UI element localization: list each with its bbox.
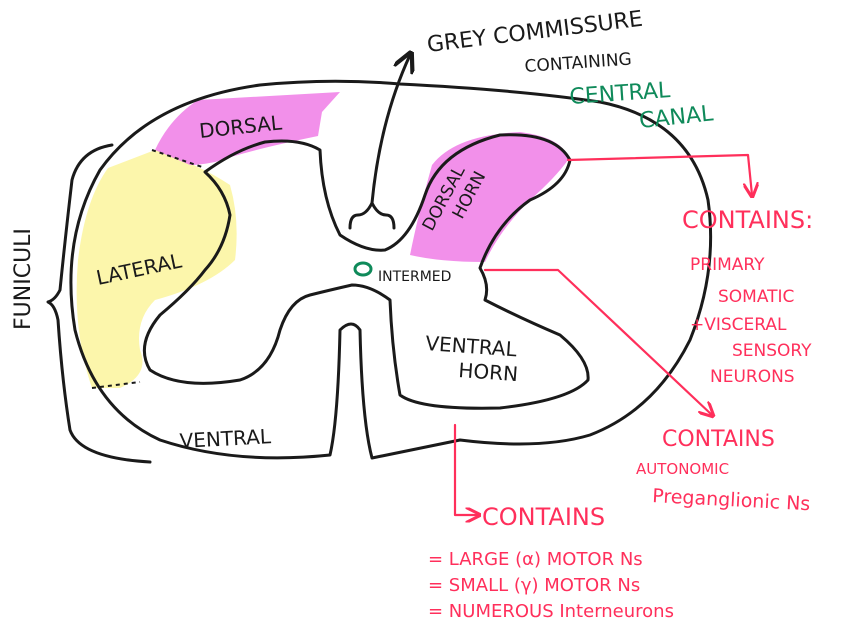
- intermed-note-line: AUTONOMIC: [636, 460, 729, 478]
- dorsal-horn-arrow: [568, 155, 752, 195]
- commissure-arrow: [372, 55, 410, 203]
- ventral-horn-label-1: VENTRAL: [425, 331, 519, 361]
- ventral-label: VENTRAL: [179, 424, 272, 453]
- ventral-horn-note-line: = NUMEROUS Interneurons: [428, 601, 674, 622]
- top-label-line2: CONTAINING: [524, 50, 632, 77]
- intermed-note-title: CONTAINS: [662, 427, 775, 452]
- intermed-arrow: [485, 270, 712, 415]
- dorsal-horn-note-title: CONTAINS:: [682, 206, 813, 234]
- central-canal: [355, 263, 371, 275]
- dorsal-horn-note-line: SOMATIC: [718, 287, 794, 307]
- top-label-green1: CENTRAL: [569, 78, 672, 110]
- ventral-horn-arrow: [455, 425, 478, 515]
- dorsal-horn-note-line: PRIMARY: [690, 255, 765, 275]
- ventral-horn-note-title: CONTAINS: [482, 503, 605, 531]
- intermed-note-line: Preganglionic Ns: [652, 485, 811, 515]
- commissure-bracket: [350, 203, 394, 228]
- ventral-horn-note-line: = SMALL (γ) MOTOR Ns: [428, 575, 640, 596]
- dorsal-horn-note-line: NEURONS: [710, 367, 795, 387]
- ventral-horn-note-line: = LARGE (α) MOTOR Ns: [428, 549, 643, 570]
- intermed-label: INTERMED: [378, 269, 451, 285]
- funiculi-label: FUNICULI: [11, 228, 36, 330]
- dorsal-horn-note-line: SENSORY: [732, 341, 812, 361]
- dorsal-horn-note-line: +VISCERAL: [690, 315, 787, 335]
- ventral-horn-label-2: HORN: [458, 358, 519, 386]
- top-label-green2: CANAL: [638, 101, 715, 134]
